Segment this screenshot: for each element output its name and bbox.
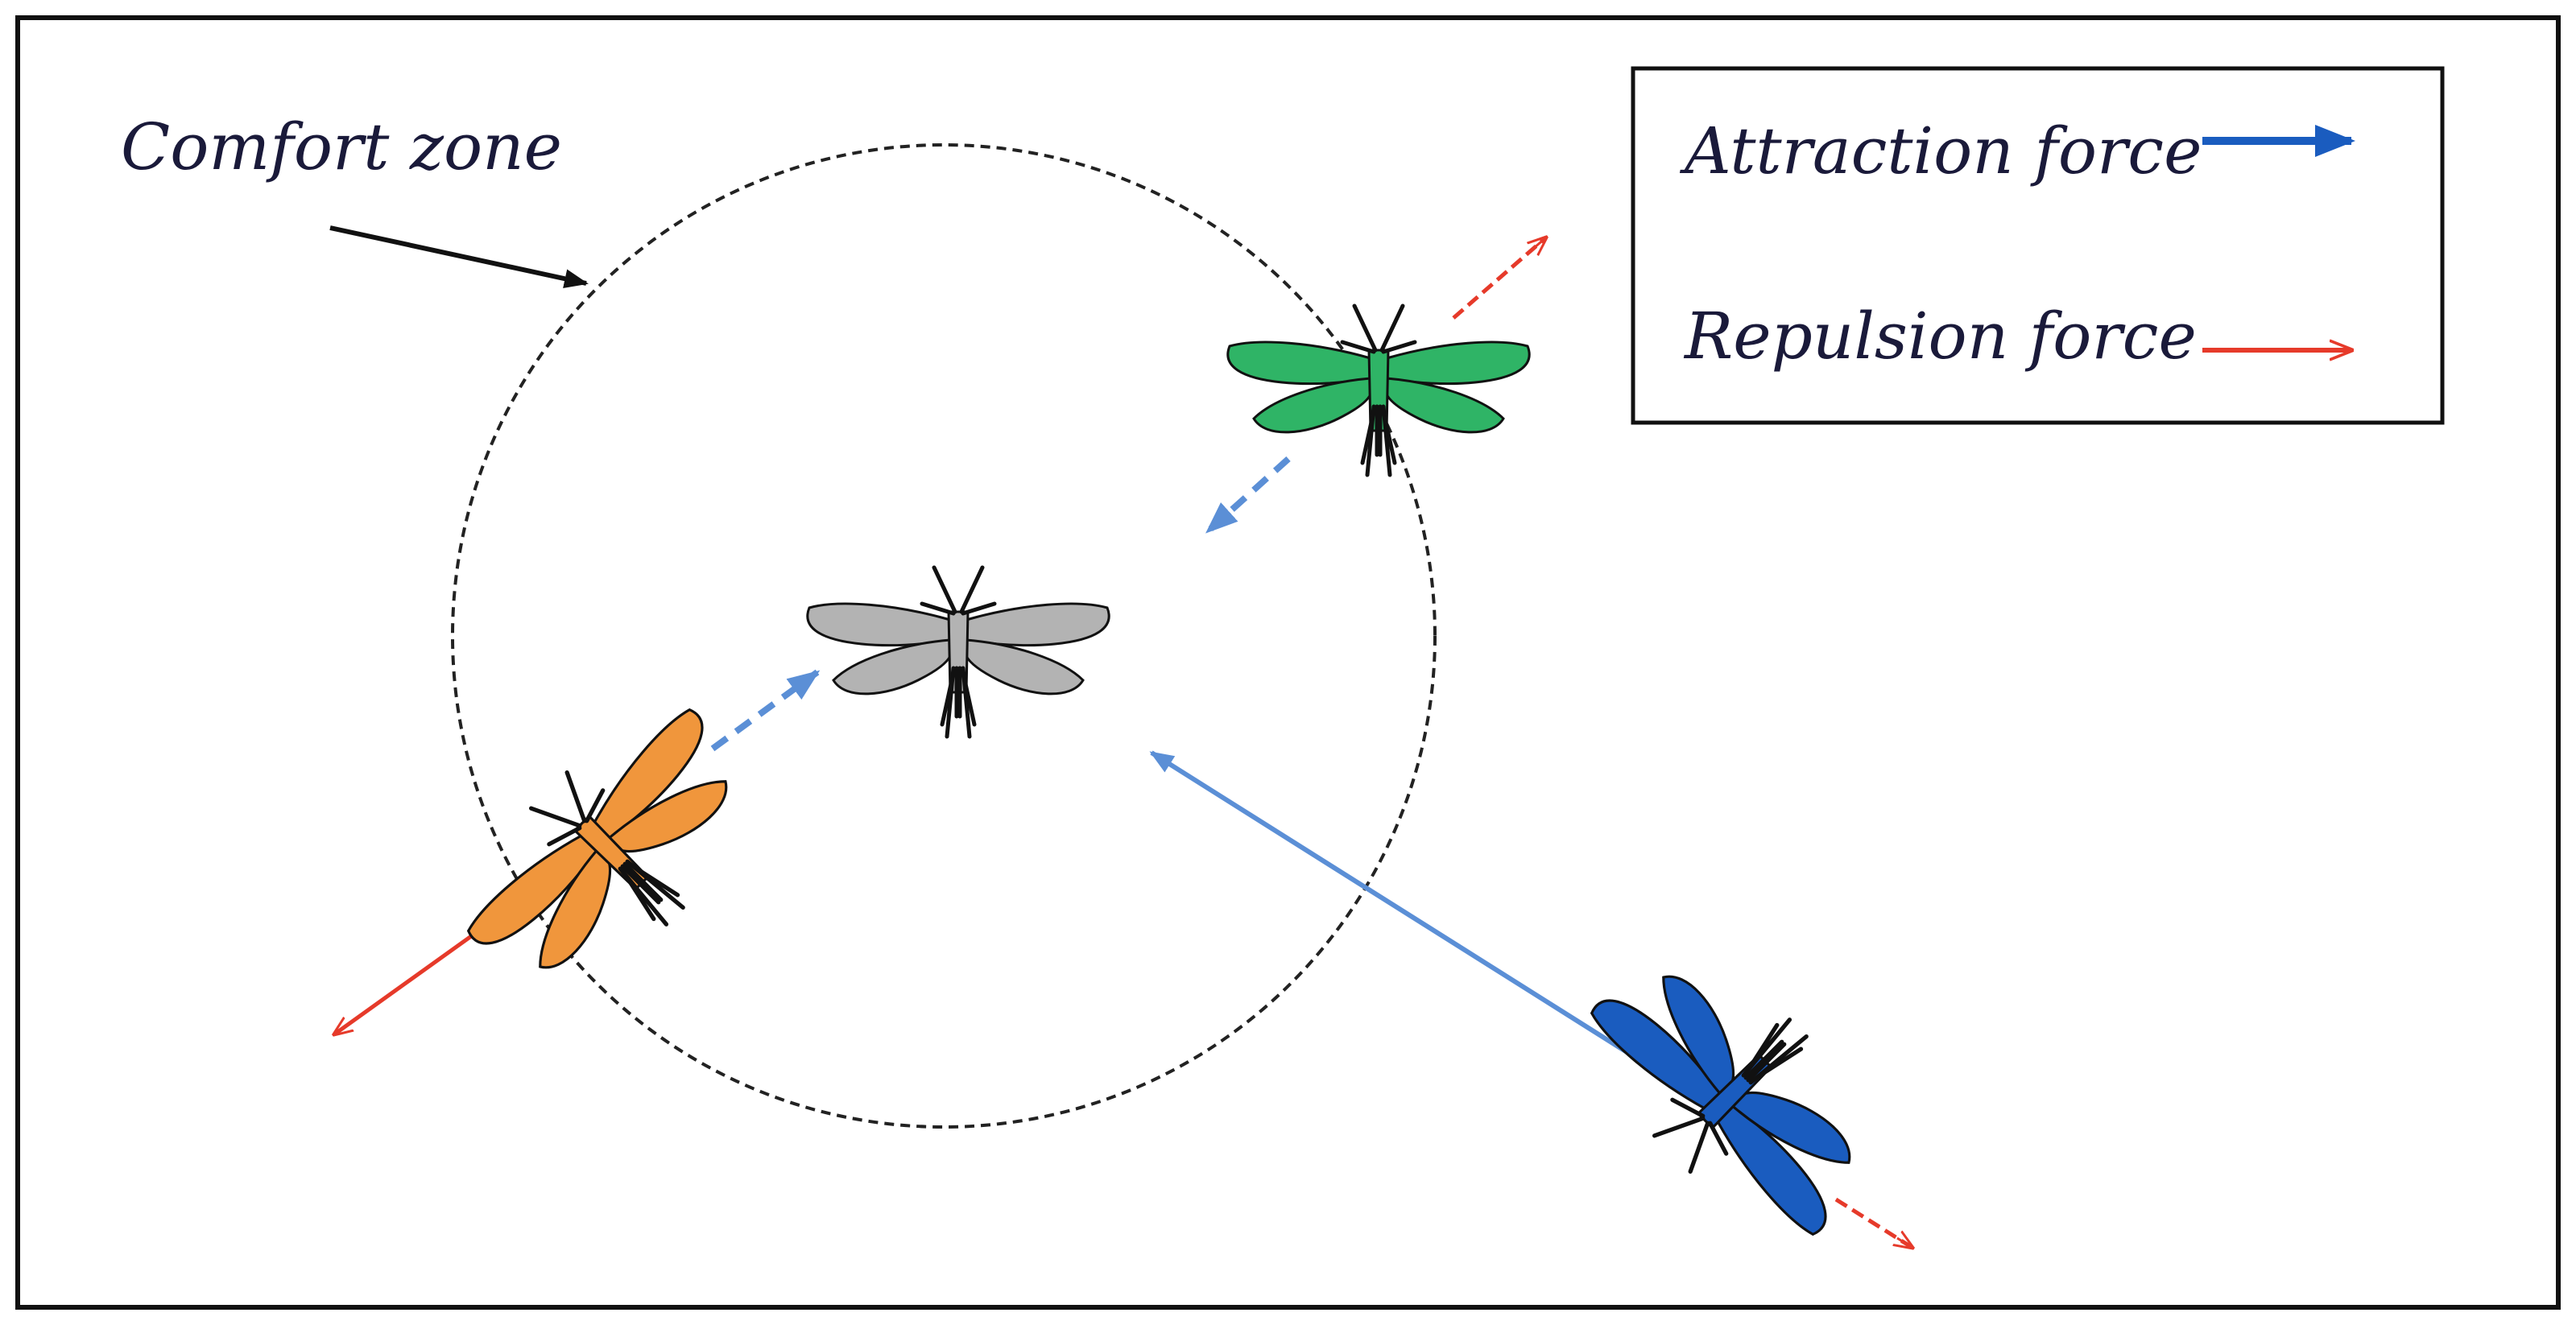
legend-attraction-label: Attraction force: [1679, 114, 2202, 188]
legend-box: [1631, 66, 2445, 425]
repulsion-arrow-blue: [1834, 1197, 1912, 1248]
legend: Attraction force Repulsion force: [1631, 66, 2445, 425]
attraction-arrow-green-to-center: [1205, 456, 1291, 534]
attraction-arrow-blue-to-center: [1149, 750, 1632, 1057]
comfort-zone-label: Comfort zone: [121, 109, 562, 184]
legend-repulsion-label: Repulsion force: [1683, 299, 2197, 374]
comfort-zone-pointer-arrow: [329, 225, 589, 289]
comfort-zone-circle: [451, 143, 1437, 1129]
attraction-arrow-orange-to-center: [710, 669, 821, 752]
repulsion-arrow-green: [1452, 237, 1546, 320]
